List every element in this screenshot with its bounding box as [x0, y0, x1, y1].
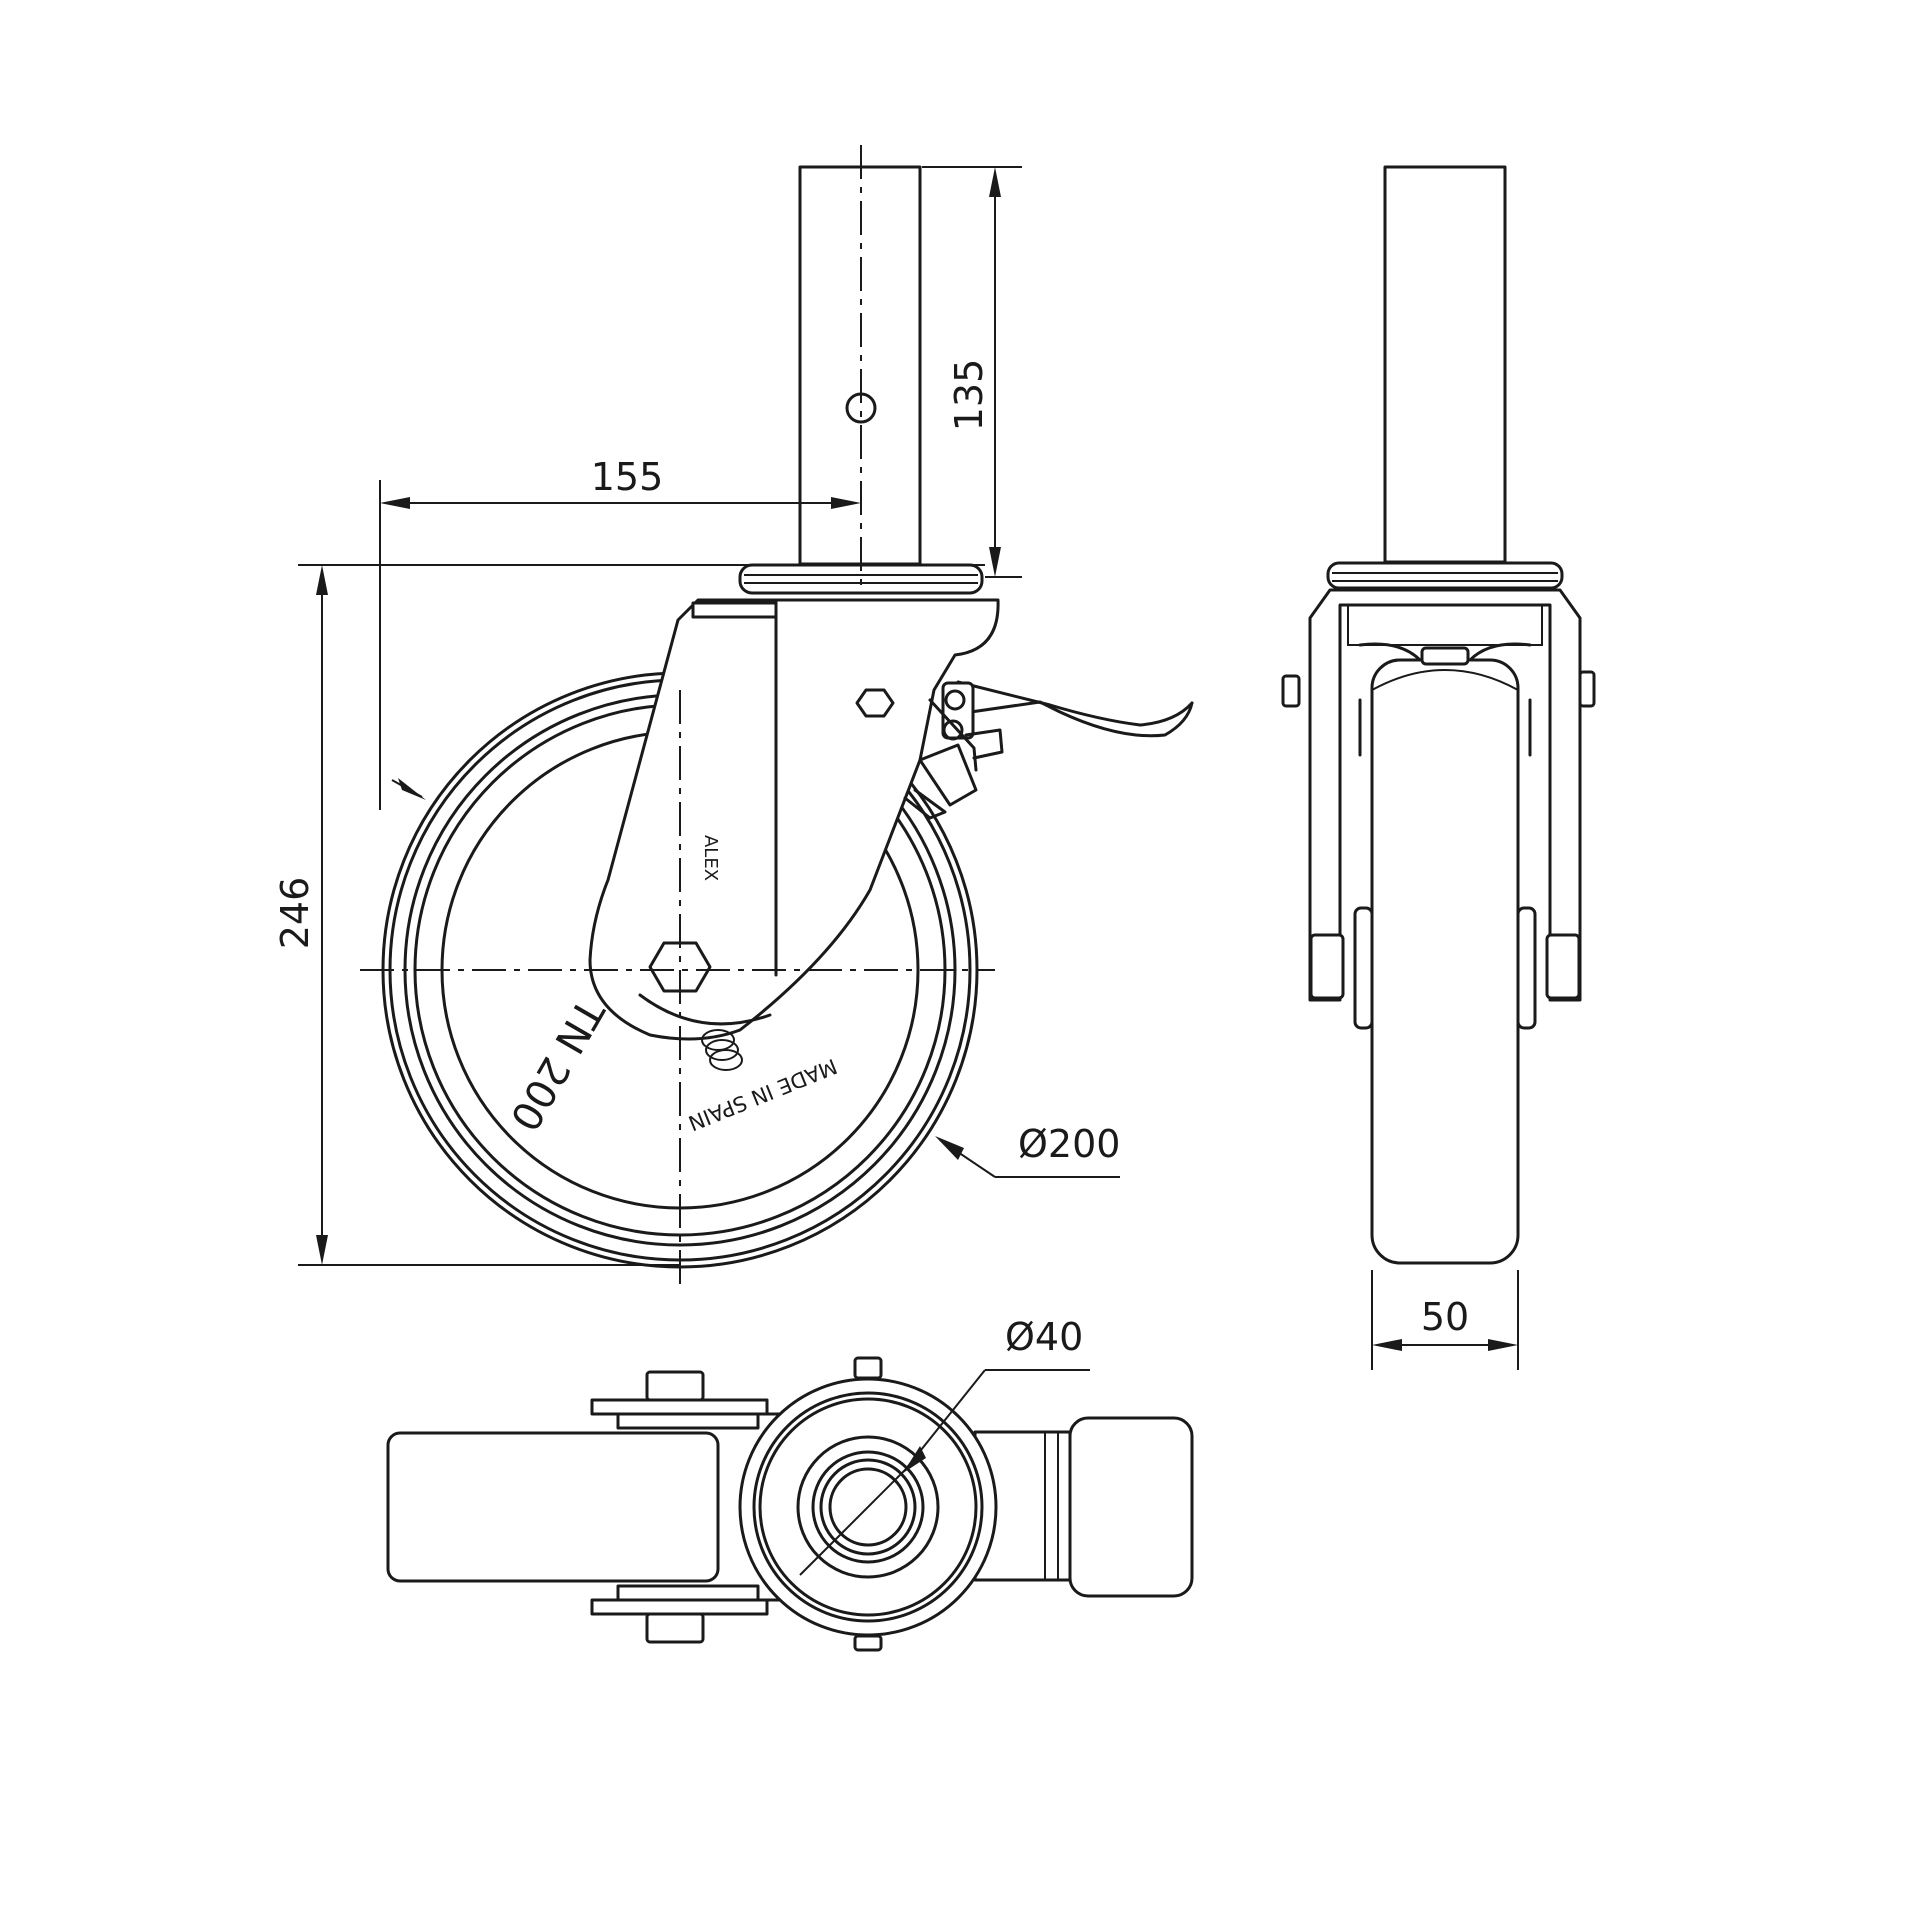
wheel-width-dimension: 50 — [1371, 1270, 1519, 1370]
stem-length-dimension: 135 — [922, 166, 1022, 578]
top-wheel — [386, 1431, 720, 1583]
top-axle-nut-upper — [645, 1370, 705, 1402]
swivel-radius-label: 155 — [591, 455, 664, 499]
swivel-radius-dimension: 155 — [379, 455, 861, 810]
stem-length-label: 135 — [947, 359, 991, 432]
side-view: TN 200 MADE IN SPAIN ALEX 246 135 — [273, 145, 1194, 1285]
brake-lever — [903, 680, 1194, 820]
wheel-width-label: 50 — [1421, 1295, 1469, 1339]
height-dimension-label: 246 — [273, 877, 317, 950]
front-axle-nut-left — [1309, 933, 1345, 1000]
stem-diameter-dimension: Ø40 — [903, 1315, 1090, 1473]
front-view: 50 — [1281, 165, 1596, 1370]
axle-spring — [701, 1029, 743, 1071]
wheel-model-marking: TN 200 — [500, 990, 612, 1138]
front-fork — [1308, 588, 1582, 1002]
front-stem-tube — [1383, 165, 1507, 564]
fork-housing — [588, 598, 1000, 1071]
wheel-origin-marking: MADE IN SPAIN — [685, 1054, 841, 1135]
axle-nut-hex — [648, 941, 712, 993]
brand-logo-marking: ALEX — [700, 835, 721, 881]
pivot-bolt-hex — [855, 688, 895, 718]
front-axle-nut-right — [1545, 933, 1581, 1000]
wheel-diameter-label: Ø200 — [1018, 1122, 1120, 1166]
top-brake-pedal — [1068, 1416, 1194, 1598]
front-wheel — [1370, 658, 1520, 1265]
height-dimension: 246 — [273, 564, 985, 1266]
wheel-diameter-dimension: Ø200 — [391, 778, 1120, 1178]
front-swivel-plate — [1326, 561, 1564, 590]
top-view: Ø40 — [386, 1315, 1194, 1652]
stem-diameter-label: Ø40 — [1005, 1315, 1083, 1359]
top-axle-nut-lower — [645, 1612, 705, 1644]
